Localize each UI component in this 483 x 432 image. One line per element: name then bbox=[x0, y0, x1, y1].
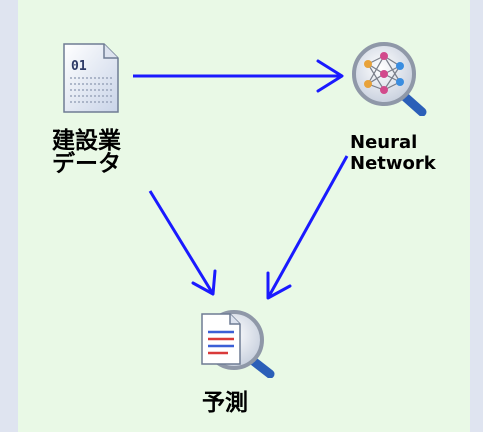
node-construction-data[interactable]: 01 建設業 データ bbox=[52, 42, 162, 192]
node-label-line1: Neural bbox=[350, 132, 418, 153]
edge-neural-network-to-prediction[interactable] bbox=[266, 155, 349, 300]
node-neural-network[interactable]: Neural Network bbox=[348, 40, 468, 185]
svg-text:01: 01 bbox=[71, 59, 87, 74]
neural-network-icon bbox=[352, 42, 427, 116]
edge-data-to-neural-network[interactable] bbox=[133, 59, 344, 93]
node-label-line1: 建設業 bbox=[52, 128, 121, 154]
data-file-icon: 01 bbox=[63, 43, 119, 113]
node-label-line2: Network bbox=[350, 153, 436, 174]
prediction-icon bbox=[201, 310, 275, 378]
edge-data-to-prediction[interactable] bbox=[148, 190, 217, 296]
node-prediction[interactable]: 予測 bbox=[196, 308, 286, 423]
node-label: 予測 bbox=[202, 390, 248, 416]
node-label-line2: データ bbox=[52, 151, 121, 177]
